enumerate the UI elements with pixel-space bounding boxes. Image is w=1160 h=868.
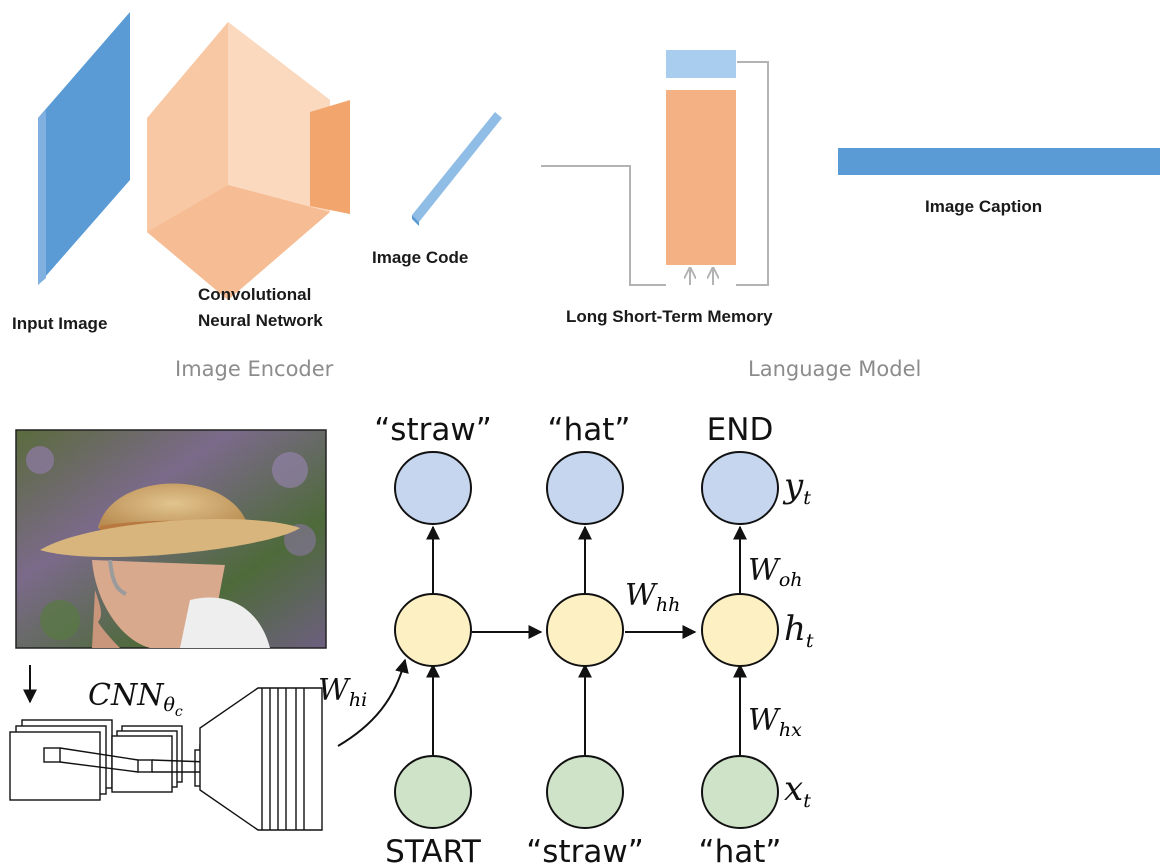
input-nodes (394, 755, 779, 829)
input-word-3: “hat” (699, 834, 782, 868)
cnn-label-line1: Convolutional (198, 285, 311, 304)
h-t-label: ht (784, 609, 814, 652)
input-image-label: Input Image (12, 314, 107, 333)
output-word-1: “straw” (374, 412, 492, 448)
rnn-arrows (426, 525, 747, 755)
image-caption-bar (838, 148, 1160, 175)
w-oh-label: Woh (748, 553, 803, 591)
language-model-section-label: Language Model (748, 357, 921, 381)
cnn-label-line2: Neural Network (198, 311, 323, 330)
y-t-label: yt (782, 466, 811, 509)
output-node-3 (701, 451, 779, 525)
image-code-bar (412, 112, 502, 226)
w-hx-label: Whx (748, 703, 802, 741)
w-hi-label: Whi (318, 673, 367, 711)
hidden-node-2 (546, 593, 624, 667)
x-t-label: xt (784, 769, 811, 812)
output-nodes (394, 451, 779, 525)
hidden-node-3 (701, 593, 779, 667)
cnn-sketch (9, 687, 323, 831)
input-word-1: START (385, 834, 482, 868)
input-node-3 (701, 755, 779, 829)
lstm-block (666, 50, 736, 265)
output-word-2: “hat” (548, 412, 631, 448)
input-node-1 (394, 755, 472, 829)
lstm-label: Long Short-Term Memory (566, 307, 773, 326)
w-hh-label: Whh (625, 578, 680, 616)
output-node-2 (546, 451, 624, 525)
output-word-3: END (707, 412, 774, 448)
image-encoder-section-label: Image Encoder (175, 357, 334, 381)
hidden-nodes (394, 593, 779, 667)
cnn-block (147, 22, 350, 300)
input-node-2 (546, 755, 624, 829)
output-node-1 (394, 451, 472, 525)
input-word-2: “straw” (526, 834, 644, 868)
cnn-to-hidden-arrow (337, 658, 409, 747)
image-code-label: Image Code (372, 248, 468, 267)
hidden-node-1 (394, 593, 472, 667)
input-image-slab (38, 12, 130, 285)
input-photo (15, 429, 327, 649)
image-caption-label: Image Caption (925, 197, 1042, 216)
lstm-connector (541, 61, 769, 286)
cnn-theta-label: CNNθc (88, 678, 183, 720)
